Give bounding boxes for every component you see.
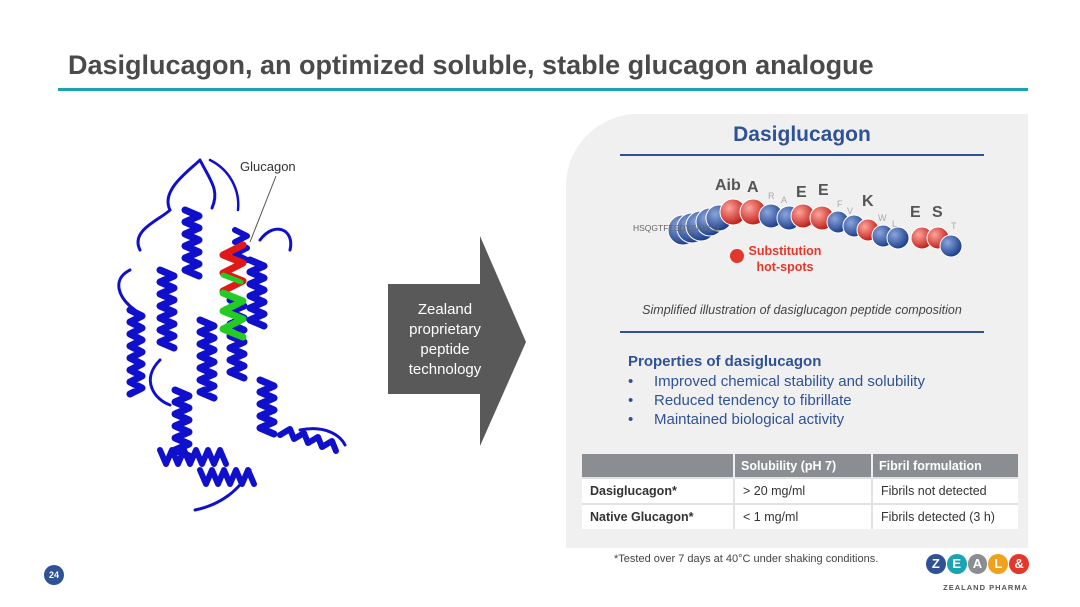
table-row: Dasiglucagon* > 20 mg/ml Fibrils not det… xyxy=(582,477,1018,504)
native-residue-label: L xyxy=(892,219,897,229)
native-residue-label: R xyxy=(768,191,775,201)
zealand-logo: Z E A L & ZEALAND PHARMA xyxy=(926,554,1030,592)
table-cell: < 1 mg/ml xyxy=(733,503,872,529)
residue-label: A xyxy=(747,179,759,196)
footnote: *Tested over 7 days at 40°C under shakin… xyxy=(614,553,879,565)
native-residue-label: T xyxy=(951,221,957,231)
title-underline xyxy=(58,88,1028,91)
logo-letter: E xyxy=(946,554,967,574)
substitution-legend-dot xyxy=(730,249,744,263)
properties-heading: Properties of dasiglucagon xyxy=(628,353,822,370)
table-cell: Fibrils not detected xyxy=(871,477,1018,504)
table-cell: > 20 mg/ml xyxy=(733,477,872,504)
table-row: Native Glucagon* < 1 mg/ml Fibrils detec… xyxy=(582,503,1018,529)
table-cell: Fibrils detected (3 h) xyxy=(871,503,1018,529)
arrow-text: Zealand proprietary peptide technology xyxy=(408,301,482,378)
technology-arrow xyxy=(388,236,526,446)
slide-title: Dasiglucagon, an optimized soluble, stab… xyxy=(68,50,874,80)
logo-letter: L xyxy=(988,554,1009,574)
logo-subtitle: ZEALAND PHARMA xyxy=(943,583,1028,592)
residue-label: E xyxy=(796,184,807,201)
logo-letter: & xyxy=(1009,554,1029,574)
caption-rule xyxy=(620,331,984,333)
list-item: Maintained biological activity xyxy=(628,410,925,429)
peptide-illustration: HSQGTFTSDYSKYLD Aib A E E K E S R A F V … xyxy=(633,177,963,274)
logo-letter: A xyxy=(967,554,988,574)
table-cell: Native Glucagon* xyxy=(582,503,734,529)
substitution-legend-line1: Substitution xyxy=(749,244,822,258)
list-item: Improved chemical stability and solubili… xyxy=(628,372,925,391)
logo-letter: Z xyxy=(926,554,946,574)
sequence-prefix: HSQGTFTSDYSKYLD xyxy=(633,223,719,233)
glucagon-label: Glucagon xyxy=(240,159,296,174)
protein-structure-image: Glucagon xyxy=(117,158,347,512)
panel-title-rule xyxy=(620,154,984,156)
page-number: 24 xyxy=(44,565,64,585)
list-item: Reduced tendency to fibrillate xyxy=(628,391,925,410)
native-residue-label: F xyxy=(837,199,843,209)
residue-label: Aib xyxy=(715,177,741,194)
residue-label: E xyxy=(910,204,921,221)
residue-label: S xyxy=(932,204,943,221)
substitution-legend-line2: hot-spots xyxy=(757,260,814,274)
table-header xyxy=(582,454,734,478)
table-cell: Dasiglucagon* xyxy=(582,477,734,504)
table-header-row: Solubility (pH 7) Fibril formulation xyxy=(582,454,1018,478)
table-header: Fibril formulation xyxy=(871,454,1018,478)
properties-list: Improved chemical stability and solubili… xyxy=(628,372,925,429)
panel-title: Dasiglucagon xyxy=(733,123,871,146)
native-residue-label: V xyxy=(847,206,853,216)
peptide-caption: Simplified illustration of dasiglucagon … xyxy=(642,303,962,317)
residue-label: E xyxy=(818,182,829,199)
table-header: Solubility (pH 7) xyxy=(733,454,872,478)
comparison-table: Solubility (pH 7) Fibril formulation Das… xyxy=(582,454,1018,529)
residue-label: K xyxy=(862,193,874,210)
glucagon-pointer-line xyxy=(249,175,277,243)
native-residue-label: W xyxy=(878,213,887,223)
native-residue-label: A xyxy=(781,195,787,205)
